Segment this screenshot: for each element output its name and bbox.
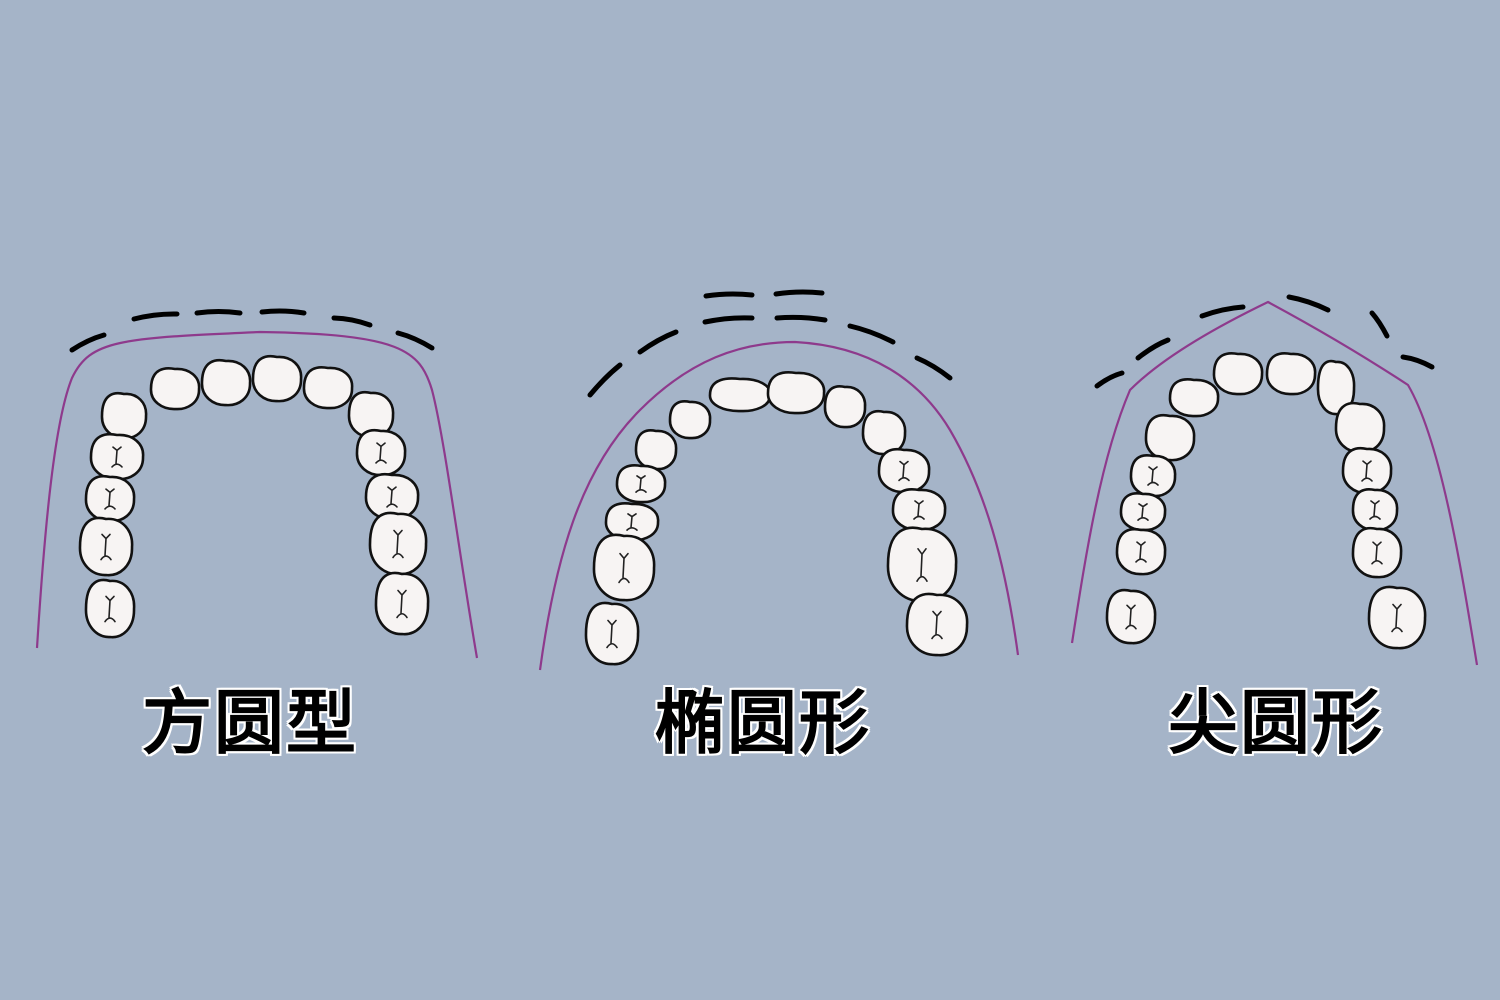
tooth	[200, 358, 252, 407]
arch-dash-line	[702, 315, 755, 325]
tooth	[1105, 588, 1157, 645]
arch-dash-line	[773, 289, 825, 297]
tooth	[886, 526, 958, 603]
arch-square-round	[35, 308, 479, 659]
tooth	[1265, 352, 1317, 396]
tooth	[149, 367, 201, 411]
arch-dash-line	[587, 362, 623, 398]
arch-tapered-round	[1070, 294, 1479, 666]
arch-elliptical	[538, 289, 1020, 671]
tooth	[615, 464, 667, 504]
tooth	[1129, 454, 1177, 498]
tooth	[905, 592, 969, 657]
tooth	[891, 488, 947, 532]
tooth	[1334, 401, 1386, 454]
jaw-outline	[1070, 300, 1479, 666]
tooth	[78, 516, 134, 577]
tooth	[1316, 359, 1356, 416]
arch-dash-line	[774, 314, 828, 323]
arch-dash-line	[1135, 337, 1171, 361]
label-tapered-round: 尖圆形	[1168, 682, 1384, 764]
tooth	[668, 400, 712, 440]
tooth	[374, 571, 430, 636]
jaw-outline	[538, 340, 1020, 671]
tooth	[1351, 526, 1403, 579]
tooth	[766, 371, 826, 415]
tooth	[823, 385, 867, 429]
tooth	[1351, 488, 1399, 532]
tooth	[84, 578, 136, 639]
arch-dash-line	[637, 329, 679, 355]
tooth	[634, 429, 678, 471]
tooth	[861, 409, 907, 456]
tooth	[89, 432, 145, 481]
tooth	[1168, 378, 1220, 418]
tooth	[584, 601, 640, 666]
arch-dash-line	[703, 291, 755, 299]
tooth	[1119, 492, 1167, 532]
arch-dash-line	[395, 330, 435, 351]
tooth	[877, 447, 931, 494]
label-square-round: 方圆型	[142, 682, 358, 764]
arch-dash-line	[1400, 354, 1435, 370]
arch-dash-line	[847, 323, 896, 345]
tooth	[251, 354, 303, 403]
tooth	[1212, 352, 1264, 396]
arch-dash-line	[1369, 310, 1390, 339]
tooth	[708, 377, 772, 413]
tooth	[1144, 413, 1196, 462]
tooth	[100, 391, 148, 440]
arch-dash-line	[131, 311, 180, 322]
jaw-outline	[35, 330, 479, 659]
tooth	[84, 474, 136, 523]
tooth	[302, 366, 354, 410]
label-elliptical: 椭圆形	[655, 682, 871, 764]
arch-dash-line	[194, 309, 243, 316]
arch-dash-line	[1199, 304, 1246, 319]
arch-dash-line	[1094, 370, 1125, 389]
arch-dash-line	[1286, 294, 1331, 313]
arch-dash-line	[69, 332, 107, 353]
arch-dash-line	[331, 315, 373, 328]
tooth	[355, 428, 407, 477]
tooth	[1341, 446, 1393, 495]
tooth	[1367, 585, 1427, 650]
tooth	[592, 533, 656, 602]
tooth	[368, 511, 428, 576]
tooth	[1115, 527, 1167, 576]
arch-dash-line	[914, 355, 953, 381]
arch-dash-line	[259, 308, 307, 316]
